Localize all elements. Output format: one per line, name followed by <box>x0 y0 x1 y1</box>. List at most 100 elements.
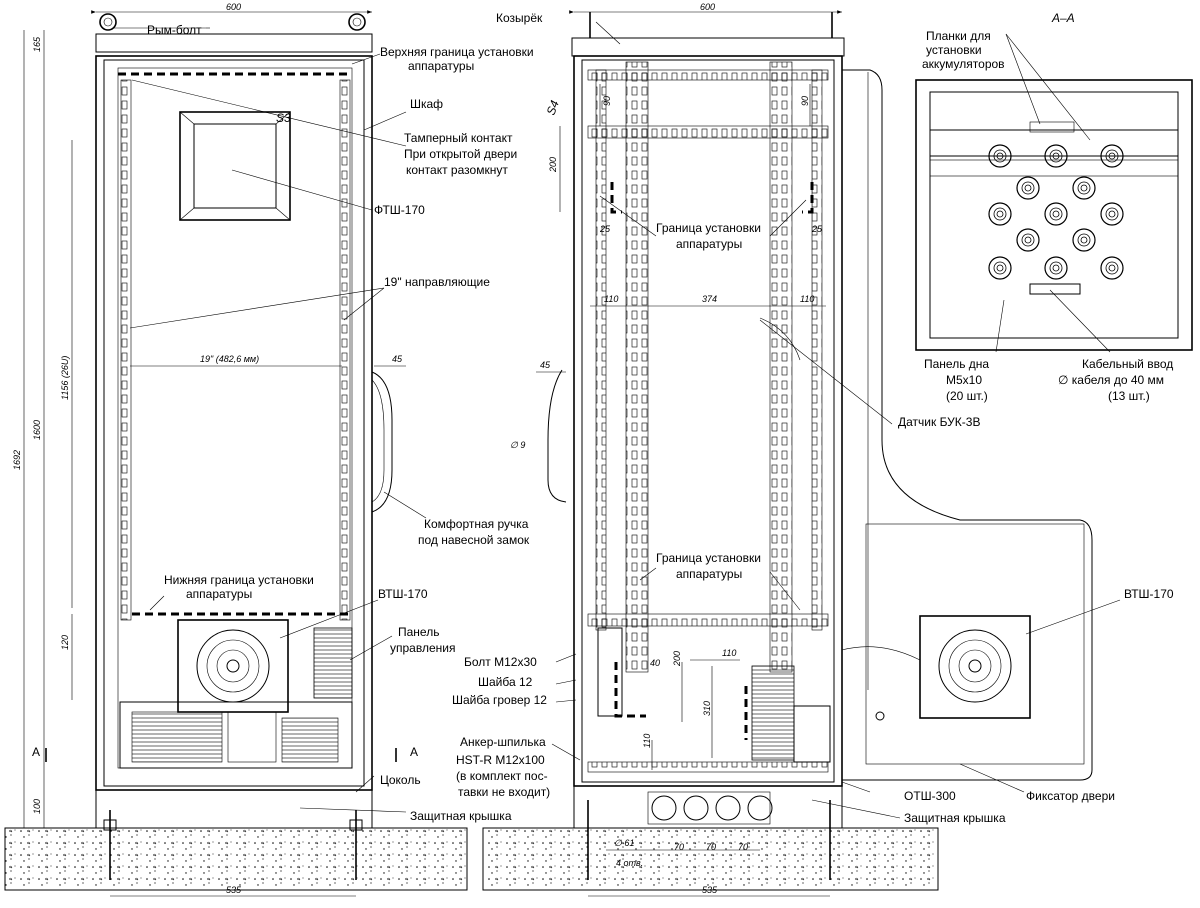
cable-gland-2 <box>1049 149 1063 163</box>
cable-gland-11 <box>996 264 1004 272</box>
dim-535-left: 535 <box>226 885 242 895</box>
dim-110-d: 110 <box>642 734 652 748</box>
dim-100: 100 <box>32 799 42 814</box>
label-bolt: Болт М12х30 <box>464 655 537 669</box>
label-s4: S4 <box>544 98 562 117</box>
dim-70-a: 70 <box>674 842 684 852</box>
cable-gland-1 <box>993 149 1007 163</box>
cable-gland-3 <box>1100 144 1124 168</box>
label-ftsh: ФТШ-170 <box>374 203 425 217</box>
dim-535-mid: 535 <box>702 885 718 895</box>
cable-gland-4 <box>1016 176 1040 200</box>
dim-200-b: 200 <box>672 651 682 667</box>
label-section-mark-right: A <box>410 745 418 759</box>
cable-gland-3 <box>1105 149 1119 163</box>
cable-gland-13 <box>1105 261 1119 275</box>
dim-1692: 1692 <box>12 450 22 470</box>
label-tamper-1: Тамперный контакт <box>404 131 513 145</box>
label-s3: S3 <box>276 111 291 125</box>
cable-gland-1 <box>988 144 1012 168</box>
label-handle-1: Комфортная ручка <box>424 517 529 531</box>
cable-gland-6 <box>996 210 1004 218</box>
label-lower-limit-2: аппаратуры <box>186 587 252 601</box>
dim-dia61: ∅ 61 <box>614 838 634 848</box>
label-cable-dia: ∅ кабеля до 40 мм <box>1058 373 1164 387</box>
label-visor: Козырёк <box>496 11 543 25</box>
cable-gland-8 <box>1108 210 1116 218</box>
label-rails: 19" направляющие <box>384 275 490 289</box>
label-anchor-2: HST-R M12x100 <box>456 753 545 767</box>
label-cover-mid: Защитная крышка <box>904 811 1006 825</box>
label-low-limit-2: аппаратуры <box>676 567 742 581</box>
dim-dia9: ∅ 9 <box>510 440 525 450</box>
cable-gland-11 <box>993 261 1007 275</box>
label-section-mark-left: A <box>32 745 40 759</box>
cable-gland-3 <box>1108 152 1116 160</box>
cable-gland-5 <box>1080 184 1088 192</box>
cable-gland-13 <box>1108 264 1116 272</box>
cable-gland-10 <box>1077 233 1091 247</box>
cable-gland-1 <box>996 152 1004 160</box>
dim-1156: 1156 (26U) <box>60 356 70 400</box>
cable-gland-2 <box>1052 152 1060 160</box>
label-section: А–А <box>1051 11 1075 25</box>
label-bottom-panel: Панель дна <box>924 357 989 371</box>
cable-gland-10 <box>1072 228 1096 252</box>
cable-gland-8 <box>1105 207 1119 221</box>
dim-600-mid: 600 <box>700 2 715 12</box>
dim-70-c: 70 <box>738 842 748 852</box>
cable-gland-2 <box>1044 144 1068 168</box>
cable-gland-10 <box>1080 236 1088 244</box>
dim-70-b: 70 <box>706 842 716 852</box>
cable-glands <box>988 144 1124 280</box>
label-washer: Шайба 12 <box>478 675 533 689</box>
label-low-limit-1: Граница установки <box>656 551 761 565</box>
label-washer-grover: Шайба гровер 12 <box>452 693 547 707</box>
label-m5-count: (20 шт.) <box>946 389 988 403</box>
section-view <box>915 79 1193 351</box>
dim-90-b: 90 <box>800 96 810 106</box>
label-m5: М5х10 <box>946 373 982 387</box>
label-tamper-3: контакт разомкнут <box>406 163 508 177</box>
label-anchor-4: тавки не входит) <box>458 785 550 799</box>
label-door-lock: Фиксатор двери <box>1026 789 1115 803</box>
dim-374: 374 <box>702 294 717 304</box>
label-vtsh-right: ВТШ-170 <box>1124 587 1174 601</box>
label-plinth: Цоколь <box>380 773 421 787</box>
dim-600-left: 600 <box>226 2 241 12</box>
label-battery-3: аккумуляторов <box>922 57 1005 71</box>
text-labels: Рым-болт Верхняя граница установки аппар… <box>32 11 1174 825</box>
cable-gland-9 <box>1021 233 1035 247</box>
cable-gland-12 <box>1044 256 1068 280</box>
dim-165: 165 <box>32 36 42 52</box>
label-anchor-3: (в комплект пос- <box>456 769 548 783</box>
cable-gland-7 <box>1044 202 1068 226</box>
label-lower-limit-1: Нижняя граница установки <box>164 573 314 587</box>
cable-gland-5 <box>1072 176 1096 200</box>
ground-left <box>4 827 468 891</box>
label-upper-limit-1: Верхняя граница установки <box>380 45 534 59</box>
cable-gland-12 <box>1049 261 1063 275</box>
dim-25-a: 25 <box>599 224 611 234</box>
label-cabinet: Шкаф <box>410 97 443 111</box>
label-tamper-2: При открытой двери <box>404 147 517 161</box>
cable-gland-6 <box>993 207 1007 221</box>
cable-gland-8 <box>1100 202 1124 226</box>
dim-120: 120 <box>60 635 70 650</box>
dim-holes: 4 отв. <box>616 858 643 868</box>
label-battery-1: Планки для <box>926 29 991 43</box>
cable-gland-7 <box>1049 207 1063 221</box>
label-panel-2: управления <box>390 641 455 655</box>
label-vtsh-left: ВТШ-170 <box>378 587 428 601</box>
dim-40: 40 <box>650 658 660 668</box>
dimension-text: 600 600 165 1692 1600 1156 (26U) 19" (48… <box>12 2 823 895</box>
dim-45-left: 45 <box>392 354 403 364</box>
cable-gland-13 <box>1100 256 1124 280</box>
dim-1600: 1600 <box>32 420 42 440</box>
dim-110-a: 110 <box>604 294 618 304</box>
label-otsh: ОТШ-300 <box>904 789 956 803</box>
dim-110-c: 110 <box>722 648 736 658</box>
label-cable-count: (13 шт.) <box>1108 389 1150 403</box>
cable-gland-6 <box>988 202 1012 226</box>
label-cable-entry: Кабельный ввод <box>1082 357 1173 371</box>
